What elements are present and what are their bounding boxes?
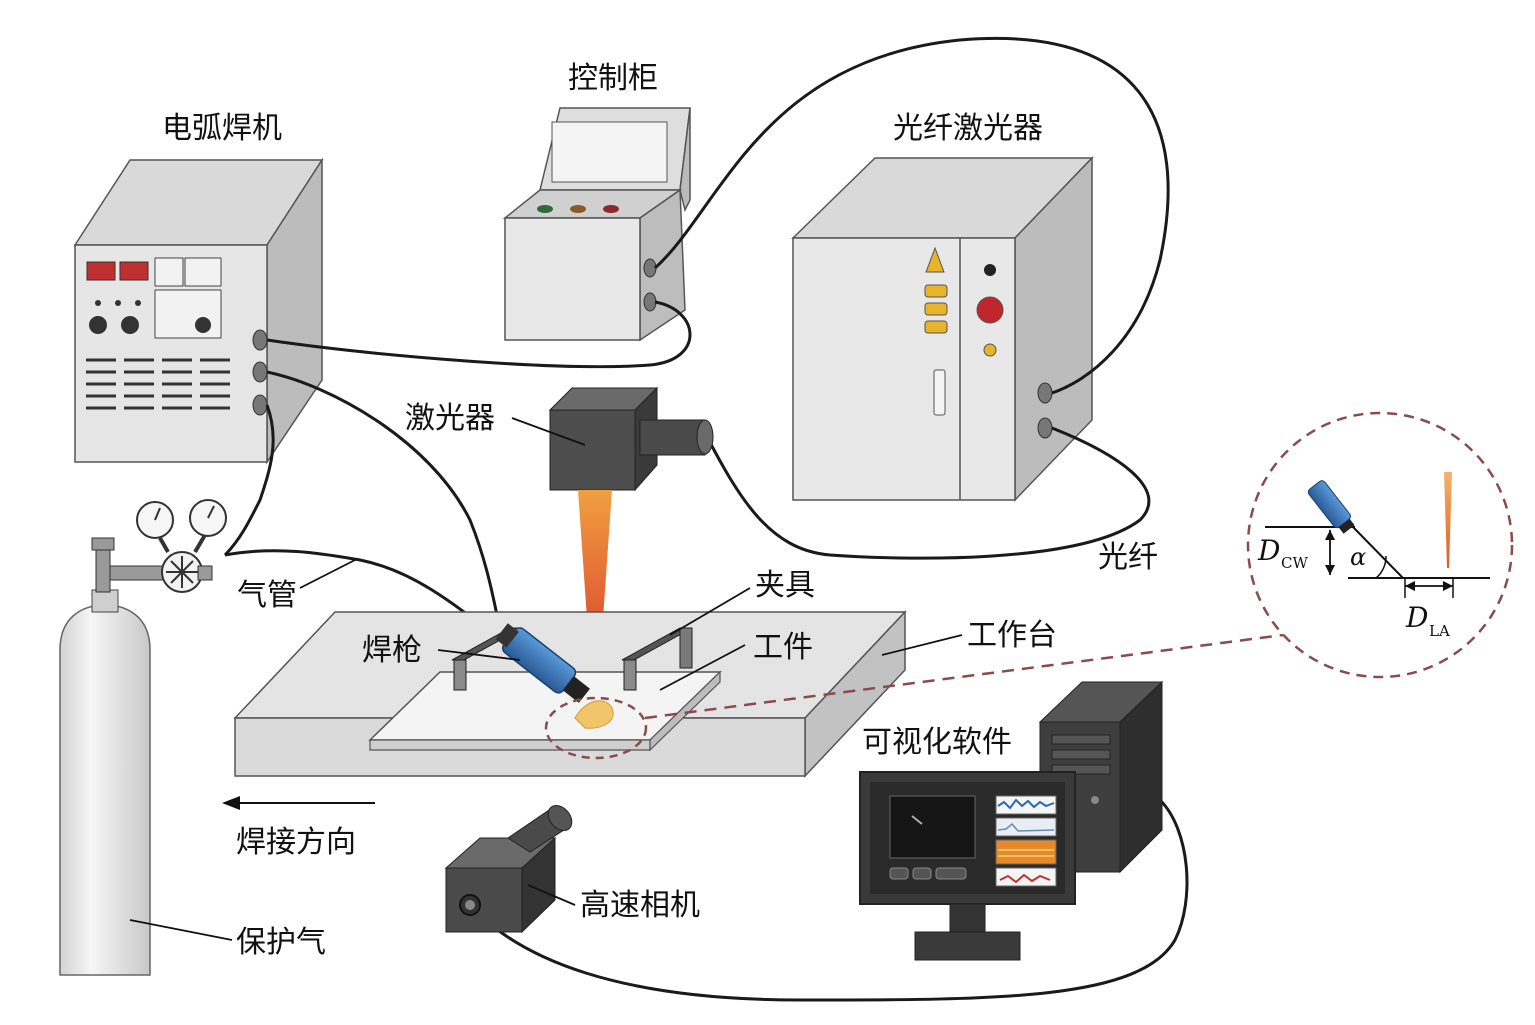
d-la-symbol: D (1405, 601, 1428, 634)
fixture-label: 夹具 (755, 568, 815, 603)
laser-beam (578, 490, 612, 690)
workpiece-label: 工件 (753, 630, 813, 665)
callout-dashed-line (644, 633, 1284, 720)
weld-pool (574, 700, 614, 729)
gas-hose-label: 气管 (237, 578, 297, 613)
high-speed-camera (444, 804, 573, 934)
fiber-label: 光纤 (1098, 540, 1158, 575)
monitor (859, 771, 1076, 961)
control-cabinet (502, 107, 691, 342)
shielding-gas-cylinder (59, 499, 227, 976)
d-cw-symbol: D (1257, 534, 1280, 567)
alpha-symbol: α (1350, 543, 1366, 571)
laser-head-label: 激光器 (405, 401, 495, 436)
welding-torch (495, 623, 590, 703)
control-cabinet-label: 控制柜 (568, 61, 658, 96)
d-cw-subscript: CW (1281, 554, 1308, 572)
welding-torch-label: 焊枪 (362, 633, 422, 668)
fiber-laser-label: 光纤激光器 (893, 111, 1043, 146)
inset-detail (1246, 411, 1514, 679)
arc-welder-label: 电弧焊机 (162, 111, 282, 146)
d-la-subscript: LA (1429, 622, 1450, 640)
arc-welder (73, 157, 324, 465)
cables (223, 37, 1189, 1002)
weld-zone-dashed-circle (544, 696, 648, 760)
welding-direction-arrow (222, 796, 375, 810)
fiber-laser (791, 156, 1094, 502)
worktable-label: 工作台 (967, 618, 1057, 653)
laser-head (548, 386, 714, 492)
welding-direction-label: 焊接方向 (236, 825, 356, 860)
shielding-gas-label: 保护气 (236, 925, 326, 960)
visualization-software-label: 可视化软件 (862, 725, 1012, 760)
high-speed-camera-label: 高速相机 (580, 888, 700, 923)
